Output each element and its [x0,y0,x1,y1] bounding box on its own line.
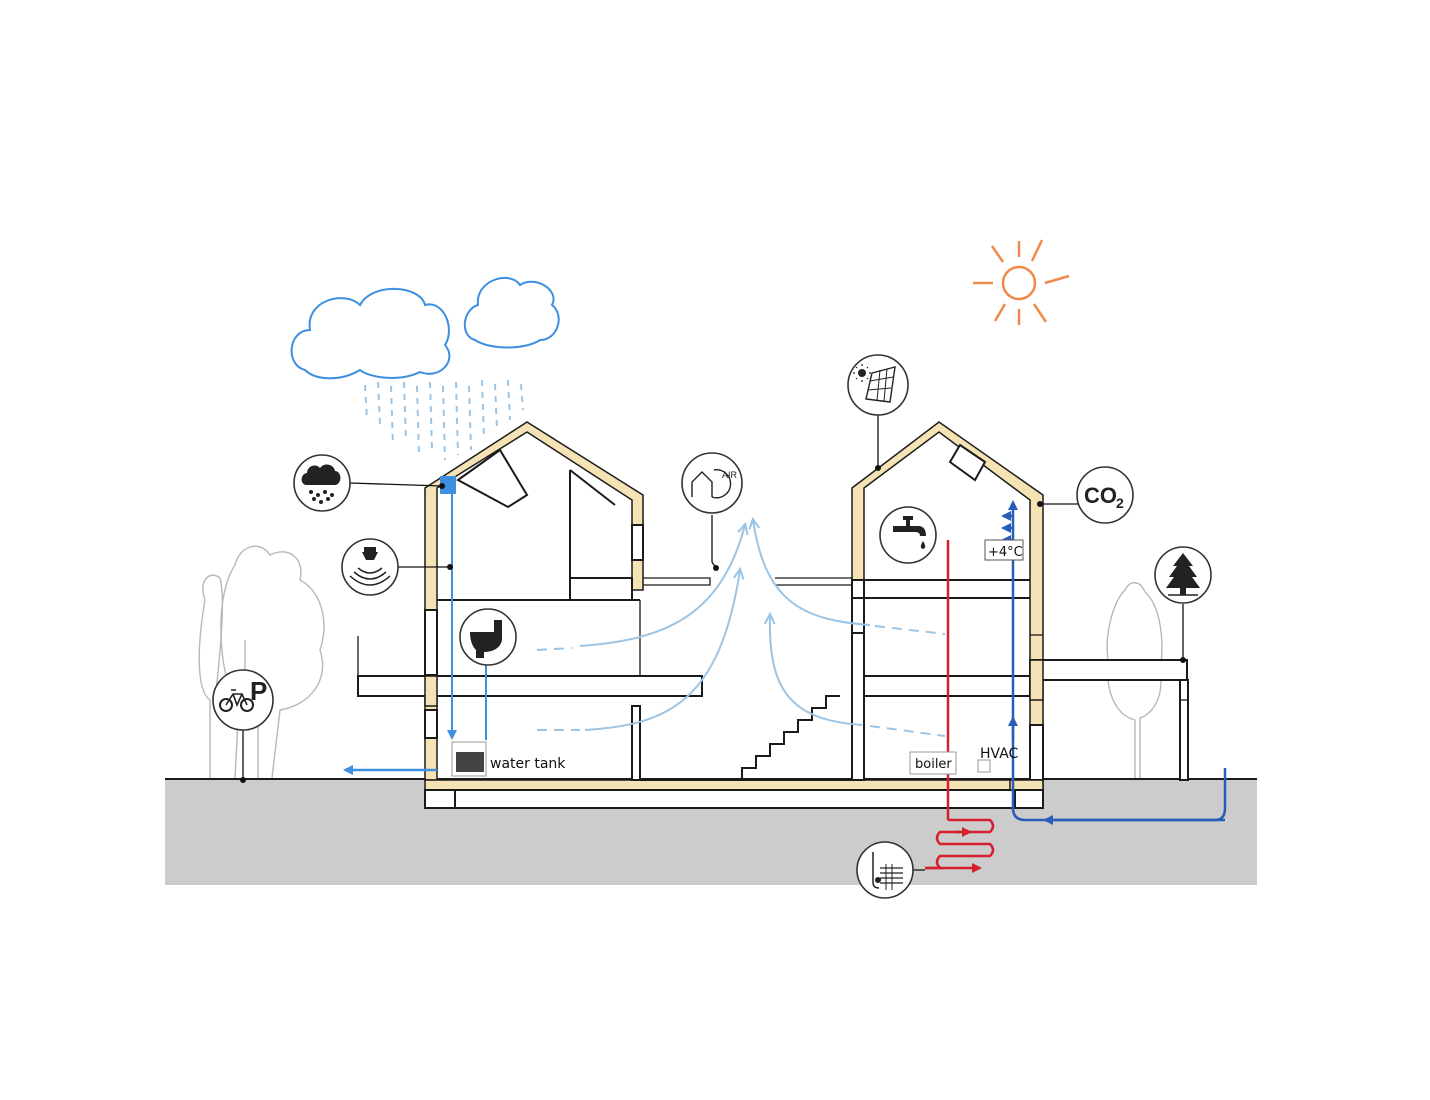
hvac-label: HVAC [980,746,1019,762]
co2-subscript: 2 [1116,495,1124,511]
rainwater-system [343,476,487,777]
air-ventilation-icon: AIR [681,452,743,514]
co2-label: CO [1084,483,1117,508]
stairs [741,695,840,780]
water-tank-label: water tank [490,756,566,772]
geothermal-heat-pump-icon [856,841,914,899]
sun-icon [973,239,1070,325]
bicycle-parking-icon: P [212,669,274,731]
temperature-box [984,539,1024,561]
air-flow [536,520,946,737]
hvac-unit [977,759,991,773]
rain-cloud-icon [293,454,351,512]
sensor-icon [341,538,399,596]
water-tap-icon [879,506,937,564]
boiler-label: boiler [915,757,952,772]
temperature-label: +4°C [988,545,1023,560]
tree-icon [1154,546,1212,604]
cloud-icon [290,276,560,380]
leader-lines [240,415,1186,871]
right-building [775,421,1189,809]
solar-panel-icon [847,354,909,416]
parking-label: P [250,676,267,706]
tree-outline-left [198,545,325,779]
co2-icon: CO 2 [1076,466,1134,524]
air-label: AIR [722,470,738,480]
boiler [909,751,957,775]
toilet-icon [459,608,517,666]
rain [364,379,524,461]
